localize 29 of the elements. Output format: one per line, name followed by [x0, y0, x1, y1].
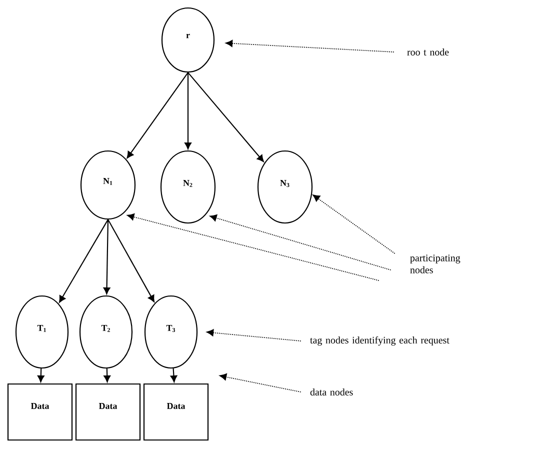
callout-text: tag nodes identifying each request [310, 336, 450, 346]
arrow [104, 368, 111, 382]
arrow [37, 368, 44, 382]
root-node: r [161, 7, 215, 73]
callout-text: roo t node [407, 48, 449, 56]
leader-line [127, 213, 380, 281]
arrow [188, 72, 264, 162]
arrow [170, 368, 178, 382]
tree-node: N$_{1}$ [80, 150, 136, 220]
arrow [108, 219, 154, 302]
leader-line [226, 40, 394, 52]
leader-line [312, 194, 396, 254]
arrow [59, 219, 108, 303]
tree-node: N$_{2}$ [160, 150, 216, 224]
leader-line [220, 373, 302, 392]
data-box: Data [143, 383, 209, 441]
arrow [126, 72, 188, 158]
arrow [184, 72, 192, 150]
data-box: Data [75, 383, 141, 441]
leader-line [206, 329, 302, 342]
tree-node: N$_{3}$ [257, 150, 313, 224]
tag-node: T$_{1}$ [15, 295, 69, 369]
tag-node: T$_{3}$ [144, 295, 198, 369]
callout-text: data nodes [310, 388, 353, 396]
data-box: Data [7, 383, 73, 441]
callout-text: participating nodes [410, 254, 460, 274]
leader-line [210, 214, 392, 270]
arrow [103, 220, 110, 294]
tag-node: T$_{2}$ [79, 295, 133, 369]
